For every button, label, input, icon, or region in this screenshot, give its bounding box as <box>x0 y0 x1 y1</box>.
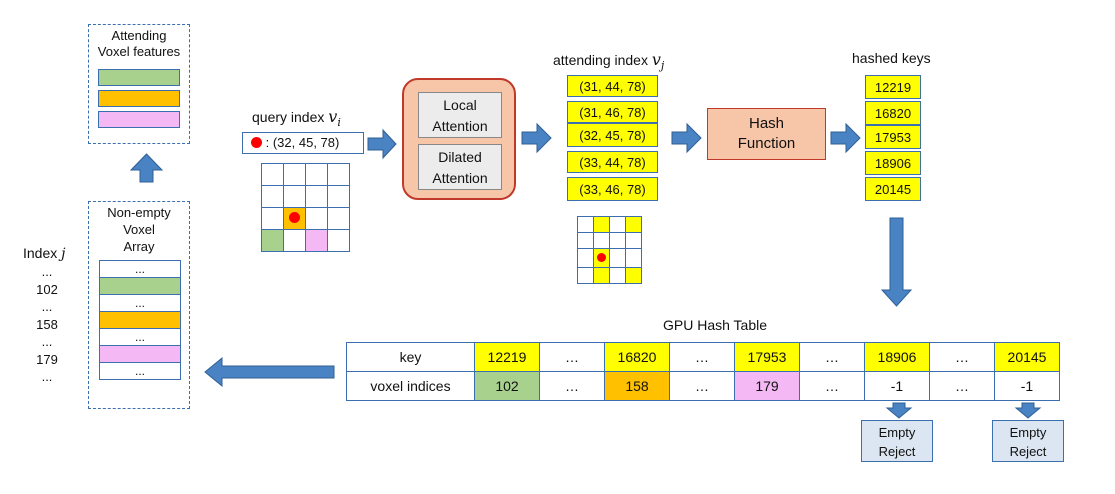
attending-features-panel: Attending Voxel features <box>88 24 190 144</box>
key-cell: 20145 <box>994 342 1060 372</box>
voxel-row: ... <box>99 362 181 380</box>
voxel-array-panel: Non-empty Voxel Array ... ... ... ... <box>88 201 190 409</box>
right-arrow-hash <box>830 122 861 154</box>
value-cell: 179 <box>734 371 800 401</box>
value-cell: 102 <box>474 371 540 401</box>
hash-table-title: GPU Hash Table <box>663 317 768 333</box>
value-cell: -1 <box>994 371 1060 401</box>
right-arrow-attention <box>521 122 552 154</box>
key-cell: … <box>539 342 605 372</box>
query-box: : (32, 45, 78) <box>242 132 364 154</box>
key-cell: 16820 <box>604 342 670 372</box>
right-arrow-query <box>367 128 397 160</box>
hashed-key: 16820 <box>865 101 921 125</box>
value-cell: … <box>929 371 995 401</box>
attending-item: (31, 44, 78) <box>567 75 658 97</box>
value-cell: … <box>669 371 735 401</box>
query-point-icon <box>597 253 606 262</box>
down-arrow-reject-1 <box>885 402 913 419</box>
feature-orange <box>98 90 180 107</box>
hashed-key: 12219 <box>865 75 921 99</box>
voxel-row: ... <box>99 328 181 346</box>
query-grid <box>261 163 350 252</box>
voxel-row-orange <box>99 311 181 329</box>
value-cell: 158 <box>604 371 670 401</box>
attending-item: (31, 46, 78) <box>567 101 658 123</box>
index-item: ... <box>41 334 53 349</box>
attending-grid <box>577 216 642 284</box>
hashed-key: 17953 <box>865 125 921 149</box>
hashed-key: 18906 <box>865 151 921 175</box>
index-item: ... <box>41 369 53 384</box>
voxel-row: ... <box>99 294 181 312</box>
attending-item: (33, 46, 78) <box>567 177 658 201</box>
query-point-icon <box>289 211 300 223</box>
key-cell: 18906 <box>864 342 930 372</box>
empty-reject-box-1: Empty Reject <box>861 420 933 462</box>
hash-table: key 12219 … 16820 … 17953 … 18906 … 2014… <box>346 342 1060 401</box>
attending-label: attending index vj <box>553 50 665 72</box>
query-grid-center <box>283 207 306 230</box>
index-list: ... 102 ... 158 ... 179 ... <box>22 263 72 386</box>
attending-item: (33, 44, 78) <box>567 151 658 173</box>
down-arrow-keys <box>880 217 913 307</box>
voxel-array-title: Non-empty Voxel Array <box>107 205 171 254</box>
down-arrow-reject-2 <box>1014 402 1042 419</box>
index-item: 102 <box>36 281 58 297</box>
dilated-attention-box: Dilated Attention <box>418 144 502 190</box>
query-point-icon <box>251 137 262 148</box>
key-cell: … <box>799 342 865 372</box>
local-attention-box: Local Attention <box>418 92 502 138</box>
feature-pink <box>98 111 180 128</box>
value-cell: -1 <box>864 371 930 401</box>
right-arrow-attending <box>671 122 702 154</box>
voxel-row-green <box>99 277 181 295</box>
key-cell: 17953 <box>734 342 800 372</box>
key-cell: … <box>669 342 735 372</box>
hashed-key: 20145 <box>865 177 921 201</box>
hash-table-value-row: voxel indices 102 … 158 … 179 … -1 … -1 <box>346 371 1060 401</box>
voxel-row-pink <box>99 345 181 363</box>
query-label: query index vi <box>252 107 341 129</box>
hashed-keys-label: hashed keys <box>852 50 931 66</box>
value-header: voxel indices <box>346 371 475 401</box>
empty-reject-box-2: Empty Reject <box>992 420 1064 462</box>
attending-item: (32, 45, 78) <box>567 123 658 147</box>
hash-function-box: Hash Function <box>707 108 826 160</box>
value-cell: … <box>539 371 605 401</box>
key-header: key <box>346 342 475 372</box>
hash-table-key-row: key 12219 … 16820 … 17953 … 18906 … 2014… <box>346 342 1060 372</box>
index-label: Index j <box>23 245 66 262</box>
attending-features-title: Attending Voxel features <box>97 28 181 59</box>
up-arrow <box>129 153 164 183</box>
key-cell: 12219 <box>474 342 540 372</box>
left-arrow-table <box>204 356 335 388</box>
index-item: 179 <box>36 351 58 367</box>
attention-block: Local Attention Dilated Attention <box>402 78 516 200</box>
feature-green <box>98 69 180 86</box>
key-cell: … <box>929 342 995 372</box>
voxel-row: ... <box>99 260 181 278</box>
index-item: ... <box>41 264 53 279</box>
index-item: 158 <box>36 316 58 332</box>
index-item: ... <box>41 299 53 314</box>
value-cell: … <box>799 371 865 401</box>
